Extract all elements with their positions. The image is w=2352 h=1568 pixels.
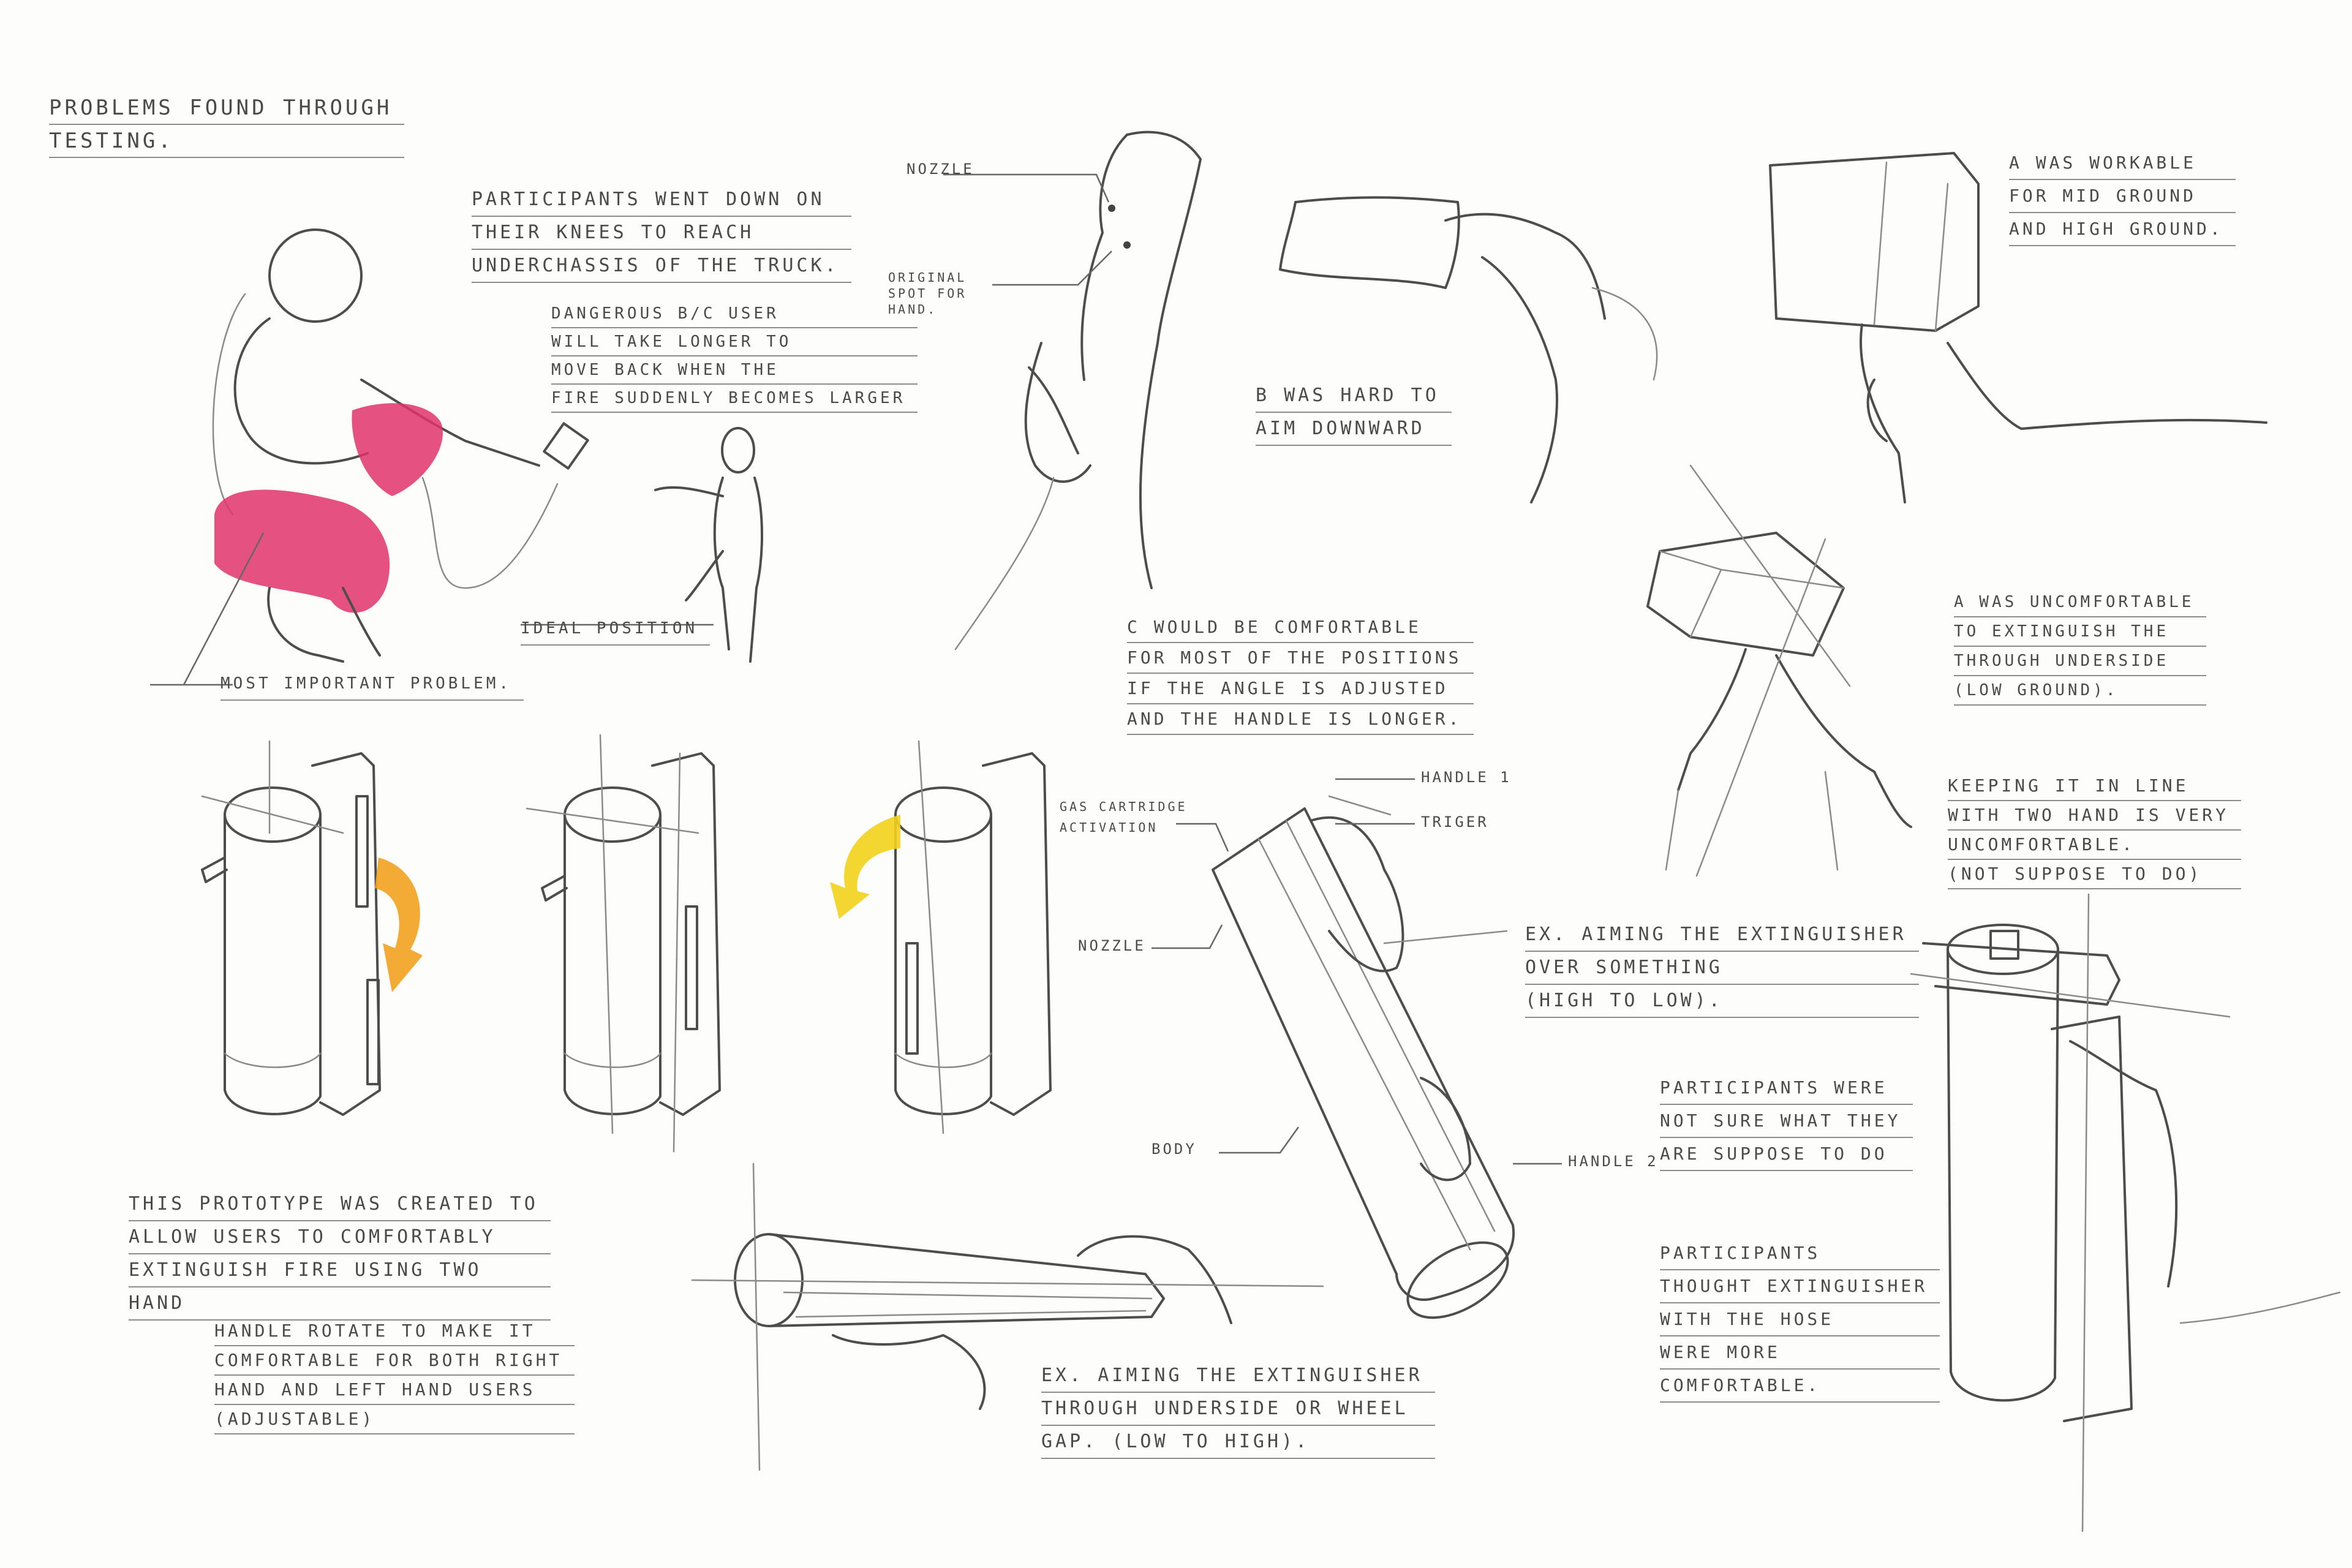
standing-figure-sketch (654, 427, 763, 663)
handle-rotate-note: HANDLE ROTATE TO MAKE IT COMFORTABLE FOR… (214, 1317, 575, 1434)
a-workable-note: A WAS WORKABLE FOR MID GROUND AND HIGH G… (2009, 147, 2236, 246)
aiming-high-low-note: EX. AIMING THE EXTINGUISHER OVER SOMETHI… (1525, 919, 1919, 1018)
b-note: B WAS HARD TO AIM DOWNWARD (1256, 380, 1452, 446)
crouching-user-sketch (212, 228, 589, 663)
participants-were-note: PARTICIPANTS WERE NOT SURE WHAT THEY ARE… (1660, 1072, 1913, 1171)
prototype-cylinder-1 (201, 752, 423, 1116)
aiming-low-high-note: EX. AIMING THE EXTINGUISHER THROUGH UNDE… (1041, 1360, 1435, 1459)
hand-grip-sketch-a-low (1646, 532, 1912, 871)
handle-1-label: HANDLE 1 (1421, 769, 1512, 786)
nozzle-label-top: NOZZLE (907, 160, 974, 178)
handle-2-label: HANDLE 2 (1568, 1153, 1659, 1170)
nozzle-label-mid: NOZZLE (1078, 937, 1146, 954)
orange-rotate-arrow (375, 858, 423, 992)
keeping-note: KEEPING IT IN LINE WITH TWO HAND IS VERY… (1948, 772, 2242, 889)
gas-cartridge-label: GAS CARTRIDGE ACTIVATION (1060, 799, 1188, 835)
horizontal-aim-sketch (691, 1163, 1324, 1471)
c-note: C WOULD BE COMFORTABLE FOR MOST OF THE P… (1127, 612, 1474, 735)
hand-grip-sketch-a-top (1769, 152, 2267, 503)
prototype-cylinder-3 (830, 752, 1052, 1116)
knees-note: PARTICIPANTS WENT DOWN ON THEIR KNEES TO… (472, 184, 851, 283)
yellow-rotate-arrow (830, 815, 900, 919)
two-hand-extinguisher-sketch (1212, 795, 1515, 1319)
trigger-label: TRIGER (1421, 813, 1489, 831)
prototype-cylinder-2 (541, 752, 721, 1116)
hand-grip-sketch-c (954, 130, 1202, 650)
dangerous-note: DANGEROUS B/C USER WILL TAKE LONGER TO M… (551, 300, 918, 413)
prototype-note: THIS PROTOTYPE WAS CREATED TO ALLOW USER… (129, 1188, 551, 1321)
hand-grip-sketch-b (1279, 196, 1658, 503)
title-note: PROBLEMS FOUND THROUGH TESTING. (49, 92, 405, 158)
most-important-note: MOST IMPORTANT PROBLEM. (221, 668, 524, 701)
original-spot-label: ORIGINAL SPOT FOR HAND. (888, 270, 967, 317)
pink-highlight-legs (214, 489, 390, 613)
ideal-position-note: IDEAL POSITION (521, 612, 710, 646)
a-uncomfortable-note: A WAS UNCOMFORTABLE TO EXTINGUISH THE TH… (1954, 588, 2207, 706)
participants-thought-note: PARTICIPANTS THOUGHT EXTINGUISHER WITH T… (1660, 1237, 1940, 1403)
tall-cylinder-hand-sketch (1910, 893, 2341, 1532)
pink-highlight-torso (352, 403, 443, 496)
body-label: BODY (1152, 1140, 1197, 1158)
